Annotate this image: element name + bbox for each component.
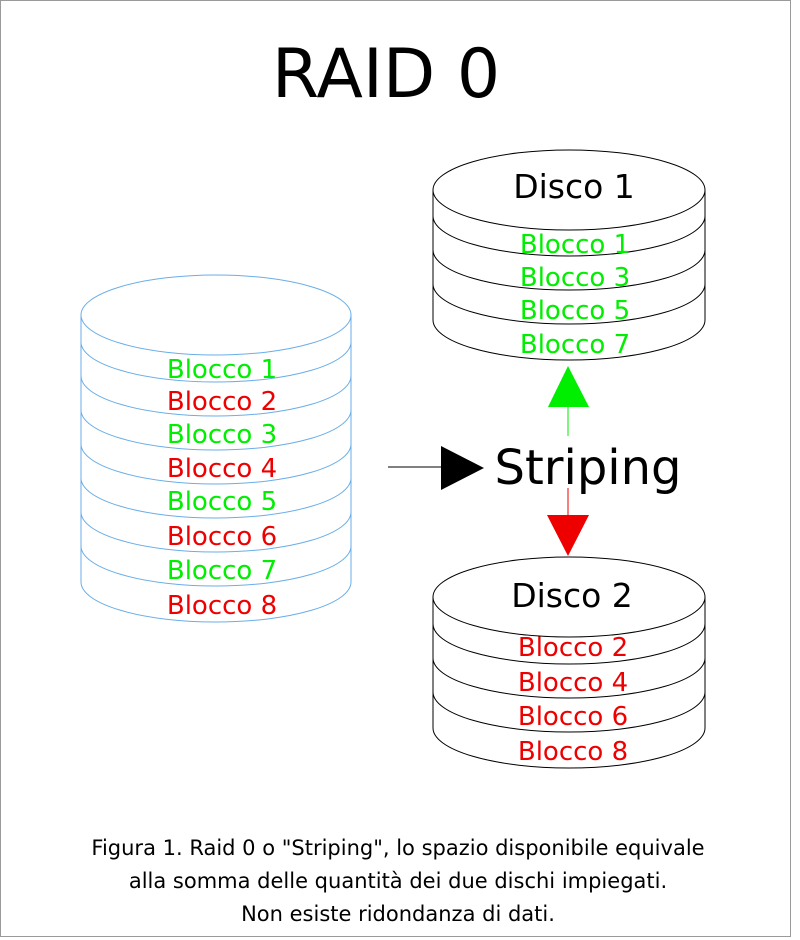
disk2-name: Disco 2 — [511, 576, 633, 615]
source-block-1: Blocco 1 — [167, 355, 277, 385]
source-block-3: Blocco 3 — [167, 420, 277, 450]
source-band-2 — [80, 375, 352, 417]
source-block-4: Blocco 4 — [167, 454, 277, 484]
source-block-7: Blocco 7 — [167, 556, 277, 586]
caption-line-2: alla somma delle quantità dei due dischi… — [129, 869, 667, 893]
disk1-body — [432, 189, 706, 361]
disk1-block-4: Blocco 7 — [520, 330, 630, 360]
disk2-block-2: Blocco 4 — [518, 668, 628, 698]
disk1-band-1 — [432, 215, 706, 257]
source-band-4 — [80, 443, 352, 485]
disk2-band-1 — [432, 623, 706, 665]
disk1-block-3: Blocco 5 — [520, 296, 630, 326]
source-body — [80, 314, 352, 623]
up-arrow — [548, 366, 589, 436]
down-arrow — [547, 488, 589, 556]
disk2-cylinder: Disco 2 Blocco 2 Blocco 4 Blocco 6 Blocco 8 — [432, 556, 706, 769]
source-block-8: Blocco 8 — [167, 591, 277, 621]
source-band-3 — [80, 409, 352, 451]
source-block-2: Blocco 2 — [167, 387, 277, 417]
source-band-6 — [80, 511, 352, 553]
source-band-1 — [80, 341, 352, 383]
disk2-block-4: Blocco 8 — [518, 737, 628, 767]
caption-line-3: Non esiste ridondanza di dati. — [241, 902, 555, 926]
diagram-title: RAID 0 — [272, 35, 500, 114]
source-top — [80, 274, 352, 356]
caption-line-1: Figura 1. Raid 0 o "Striping", lo spazio… — [91, 836, 704, 860]
input-arrow — [388, 446, 484, 490]
disk1-band-3 — [432, 283, 706, 325]
disk2-body — [432, 596, 706, 769]
source-band-7 — [80, 545, 352, 587]
input-arrow-head — [441, 446, 484, 490]
up-arrow-head — [548, 366, 589, 407]
disk2-top — [432, 556, 706, 638]
disk1-band-2 — [432, 249, 706, 291]
disk2-block-3: Blocco 6 — [518, 702, 628, 732]
source-band-5 — [80, 477, 352, 519]
disk2-band-2 — [432, 657, 706, 699]
source-block-5: Blocco 5 — [167, 487, 277, 517]
disk1-top — [432, 149, 706, 231]
disk2-block-1: Blocco 2 — [518, 633, 628, 663]
disk2-band-3 — [432, 691, 706, 733]
down-arrow-head — [547, 515, 589, 556]
striping-label: Striping — [494, 440, 681, 496]
disk1-block-1: Blocco 1 — [520, 230, 630, 260]
disk1-block-2: Blocco 3 — [520, 263, 630, 293]
source-block-6: Blocco 6 — [167, 522, 277, 552]
disk1-name: Disco 1 — [513, 167, 635, 206]
